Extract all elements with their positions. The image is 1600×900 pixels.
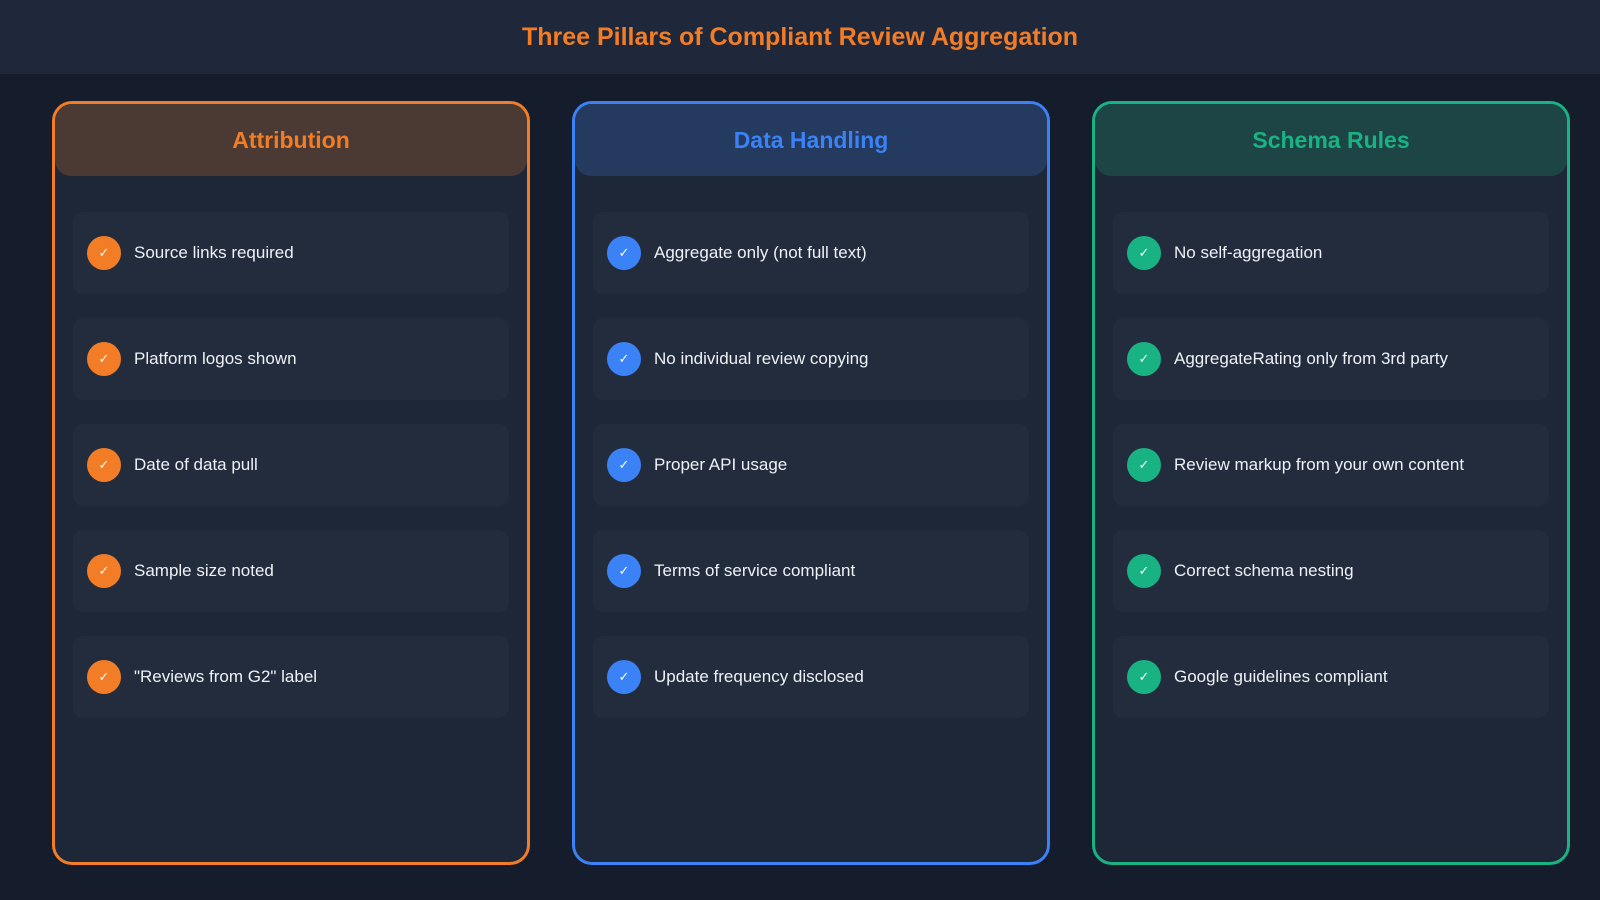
- pillar-card-attribution: Attribution ✓ Source links required ✓ Platfo…: [52, 101, 530, 865]
- check-icon: ✓: [607, 342, 641, 376]
- list-item: ✓ Source links required: [73, 212, 509, 294]
- page-header: Three Pillars of Compliant Review Aggreg…: [0, 0, 1600, 74]
- list-item: ✓ Correct schema nesting: [1113, 530, 1549, 612]
- check-icon: ✓: [607, 236, 641, 270]
- list-item: ✓ No self-aggregation: [1113, 212, 1549, 294]
- list-item: ✓ AggregateRating only from 3rd party: [1113, 318, 1549, 400]
- item-label: Update frequency disclosed: [654, 667, 864, 686]
- list-item: ✓ Update frequency disclosed: [593, 636, 1029, 718]
- check-icon: ✓: [87, 236, 121, 270]
- item-label: Source links required: [134, 243, 294, 262]
- list-item: ✓ Google guidelines compliant: [1113, 636, 1549, 718]
- item-label: Aggregate only (not full text): [654, 243, 867, 262]
- list-item: ✓ Sample size noted: [73, 530, 509, 612]
- pillar-items: ✓ Aggregate only (not full text) ✓ No indiv…: [575, 176, 1047, 718]
- item-label: Platform logos shown: [134, 349, 297, 368]
- check-icon: ✓: [87, 660, 121, 694]
- item-label: No self-aggregation: [1174, 243, 1323, 262]
- item-label: Date of data pull: [134, 455, 258, 474]
- check-icon: ✓: [1127, 660, 1161, 694]
- list-item: ✓ "Reviews from G2" label: [73, 636, 509, 718]
- item-label: AggregateRating only from 3rd party: [1174, 349, 1449, 368]
- list-item: ✓ No individual review copying: [593, 318, 1029, 400]
- pillar-card-data-handling: Data Handling ✓ Aggregate only (not full t…: [572, 101, 1050, 865]
- check-icon: ✓: [607, 554, 641, 588]
- pillar-title: Data Handling: [575, 104, 1047, 176]
- list-item: ✓ Aggregate only (not full text): [593, 212, 1029, 294]
- check-icon: ✓: [1127, 448, 1161, 482]
- pillar-items: ✓ No self-aggregation ✓ AggregateRating onl…: [1095, 176, 1567, 718]
- check-icon: ✓: [87, 342, 121, 376]
- check-icon: ✓: [87, 448, 121, 482]
- check-icon: ✓: [1127, 342, 1161, 376]
- list-item: ✓ Review markup from your own content: [1113, 424, 1549, 506]
- item-label: Review markup from your own content: [1174, 455, 1465, 474]
- item-label: Proper API usage: [654, 455, 788, 474]
- list-item: ✓ Date of data pull: [73, 424, 509, 506]
- item-label: Correct schema nesting: [1174, 561, 1354, 580]
- item-label: Terms of service compliant: [654, 561, 856, 580]
- list-item: ✓ Terms of service compliant: [593, 530, 1029, 612]
- check-icon: ✓: [1127, 236, 1161, 270]
- item-label: Sample size noted: [134, 561, 274, 580]
- list-item: ✓ Platform logos shown: [73, 318, 509, 400]
- check-icon: ✓: [607, 660, 641, 694]
- pillar-items: ✓ Source links required ✓ Platform logos sh…: [55, 176, 527, 718]
- check-icon: ✓: [1127, 554, 1161, 588]
- pillar-title: Attribution: [55, 104, 527, 176]
- check-icon: ✓: [87, 554, 121, 588]
- list-item: ✓ Proper API usage: [593, 424, 1029, 506]
- pillar-title: Schema Rules: [1095, 104, 1567, 176]
- check-icon: ✓: [607, 448, 641, 482]
- item-label: "Reviews from G2" label: [134, 667, 318, 686]
- pillar-card-schema-rules: Schema Rules ✓ No self-aggregation ✓ Aggrega…: [1092, 101, 1570, 865]
- item-label: No individual review copying: [654, 349, 869, 368]
- page-title: Three Pillars of Compliant Review Aggreg…: [521, 22, 1079, 51]
- item-label: Google guidelines compliant: [1174, 667, 1388, 686]
